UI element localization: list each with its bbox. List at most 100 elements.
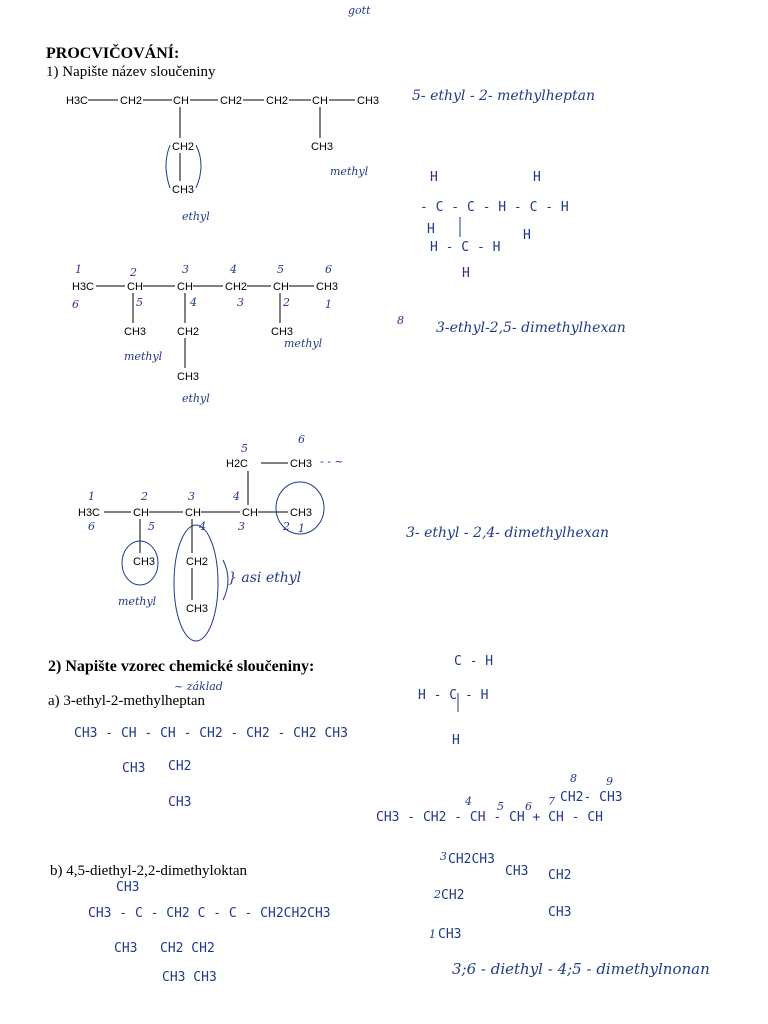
formula-branch: CH3: [168, 795, 192, 810]
atom: CH2: [172, 141, 195, 153]
formula-top: CH2- CH3: [560, 790, 623, 805]
num: 3: [188, 490, 195, 503]
num: 2: [130, 266, 137, 279]
atom: CH3: [357, 95, 380, 107]
num: 1: [88, 490, 95, 503]
num: 2: [283, 296, 290, 309]
num: 5: [497, 800, 504, 813]
num: 6: [72, 298, 79, 311]
num: 1: [429, 928, 436, 941]
num: 3: [440, 850, 447, 863]
hw-ethyl-note: ethyl: [182, 210, 210, 223]
num: 5: [241, 442, 248, 455]
formula-branch: CH3: [438, 927, 462, 942]
num: 6: [88, 520, 95, 533]
num: 4: [199, 520, 206, 533]
formula-main: CH3 - C - CH2 C - C - CH2CH2CH3: [88, 906, 331, 921]
num: 3: [182, 263, 189, 276]
top-mark: gott: [348, 4, 371, 17]
num: 4: [190, 296, 197, 309]
sketch-row: H - C - H: [418, 688, 489, 703]
atom: CH: [133, 507, 149, 519]
hw-mark: 8: [397, 314, 404, 327]
num: 5: [136, 296, 143, 309]
num: 6: [525, 800, 532, 813]
num: 5: [148, 520, 155, 533]
atom: CH3: [311, 141, 334, 153]
num: 7: [548, 795, 555, 808]
num: 6: [298, 433, 305, 446]
formula-main: CH3 - CH2 - CH - CH + CH - CH: [376, 810, 603, 825]
formula-branch: CH2: [168, 759, 192, 774]
task-1-instruction: 1) Napište název sloučeniny: [46, 64, 216, 80]
answer-3: 3- ethyl - 2,4- dimethylhexan: [406, 525, 610, 541]
hw-methyl-note: methyl: [124, 350, 163, 363]
atom: CH3: [124, 326, 147, 338]
formula-branch: CH2 CH2: [160, 941, 215, 956]
hw-ethyl-note: ethyl: [182, 392, 210, 405]
atom: H2C: [226, 458, 249, 470]
atom: H3C: [72, 281, 95, 293]
answer-right: 3;6 - diethyl - 4;5 - dimethylnonan: [452, 960, 710, 978]
num: 5: [277, 263, 284, 276]
hw-methyl-note: methyl: [330, 165, 369, 178]
formula-top: CH3: [116, 880, 140, 895]
sketch-row: H - C - H: [430, 240, 501, 255]
num: 4: [233, 490, 240, 503]
atom: CH3: [316, 281, 339, 293]
formula-branch: CH3 CH3: [162, 970, 217, 985]
atom: CH3: [271, 326, 294, 338]
hw-basis-note: ~ základ: [174, 680, 223, 693]
atom: CH: [127, 281, 143, 293]
num: 2: [283, 520, 290, 533]
formula-branch: CH3: [548, 905, 572, 920]
num: 1: [298, 522, 305, 535]
formula-branch: CH2: [548, 868, 572, 883]
answer-2: 3-ethyl-2,5- dimethylhexan: [436, 320, 626, 336]
sketch-row: H: [462, 266, 470, 281]
sketch-row: - C - C - H - C - H: [420, 200, 569, 215]
sketch-row: H: [523, 228, 531, 243]
num: 4: [465, 795, 472, 808]
num: 9: [606, 775, 613, 788]
formula-branch: CH2CH3: [448, 852, 495, 867]
task-2b: b) 4,5-diethyl-2,2-dimethyloktan: [50, 863, 248, 879]
hw-dash: - - ~: [320, 455, 344, 468]
hw-also-ethyl: } asi ethyl: [228, 570, 302, 586]
num: 2: [141, 490, 148, 503]
atom: CH: [173, 95, 189, 107]
num: 1: [325, 298, 332, 311]
atom: CH: [177, 281, 193, 293]
atom: CH: [185, 507, 201, 519]
formula-main: CH3 - CH - CH - CH2 - CH2 - CH2 CH3: [74, 726, 348, 741]
num: 6: [325, 263, 332, 276]
sketch-row: H: [452, 733, 460, 748]
atom: CH3: [172, 184, 195, 196]
formula-branch: CH3: [122, 761, 146, 776]
atom: H3C: [78, 507, 101, 519]
atom: CH: [312, 95, 328, 107]
heading: PROCVIČOVÁNÍ:: [46, 45, 180, 62]
atom: CH2: [120, 95, 143, 107]
atom: H3C: [66, 95, 89, 107]
num: 1: [75, 263, 82, 276]
atom: CH3: [177, 371, 200, 383]
atom: CH3: [186, 603, 209, 615]
atom: CH2: [225, 281, 248, 293]
task-2a: a) 3-ethyl-2-methylheptan: [48, 693, 206, 709]
atom: CH2: [177, 326, 200, 338]
formula-branch: CH3: [505, 864, 529, 879]
sketch-row: C - H: [454, 654, 494, 669]
atom: CH2: [220, 95, 243, 107]
num: 3: [237, 296, 244, 309]
atom: CH3: [133, 556, 156, 568]
atom: CH3: [290, 458, 313, 470]
formula-branch: CH3: [114, 941, 138, 956]
answer-1: 5- ethyl - 2- methylheptan: [412, 88, 595, 104]
sketch-row: H: [430, 170, 438, 185]
atom: CH2: [186, 556, 209, 568]
formula-branch: CH2: [441, 888, 465, 903]
task-2-heading: 2) Napište vzorec chemické sloučeniny:: [48, 658, 315, 675]
atom: CH: [273, 281, 289, 293]
